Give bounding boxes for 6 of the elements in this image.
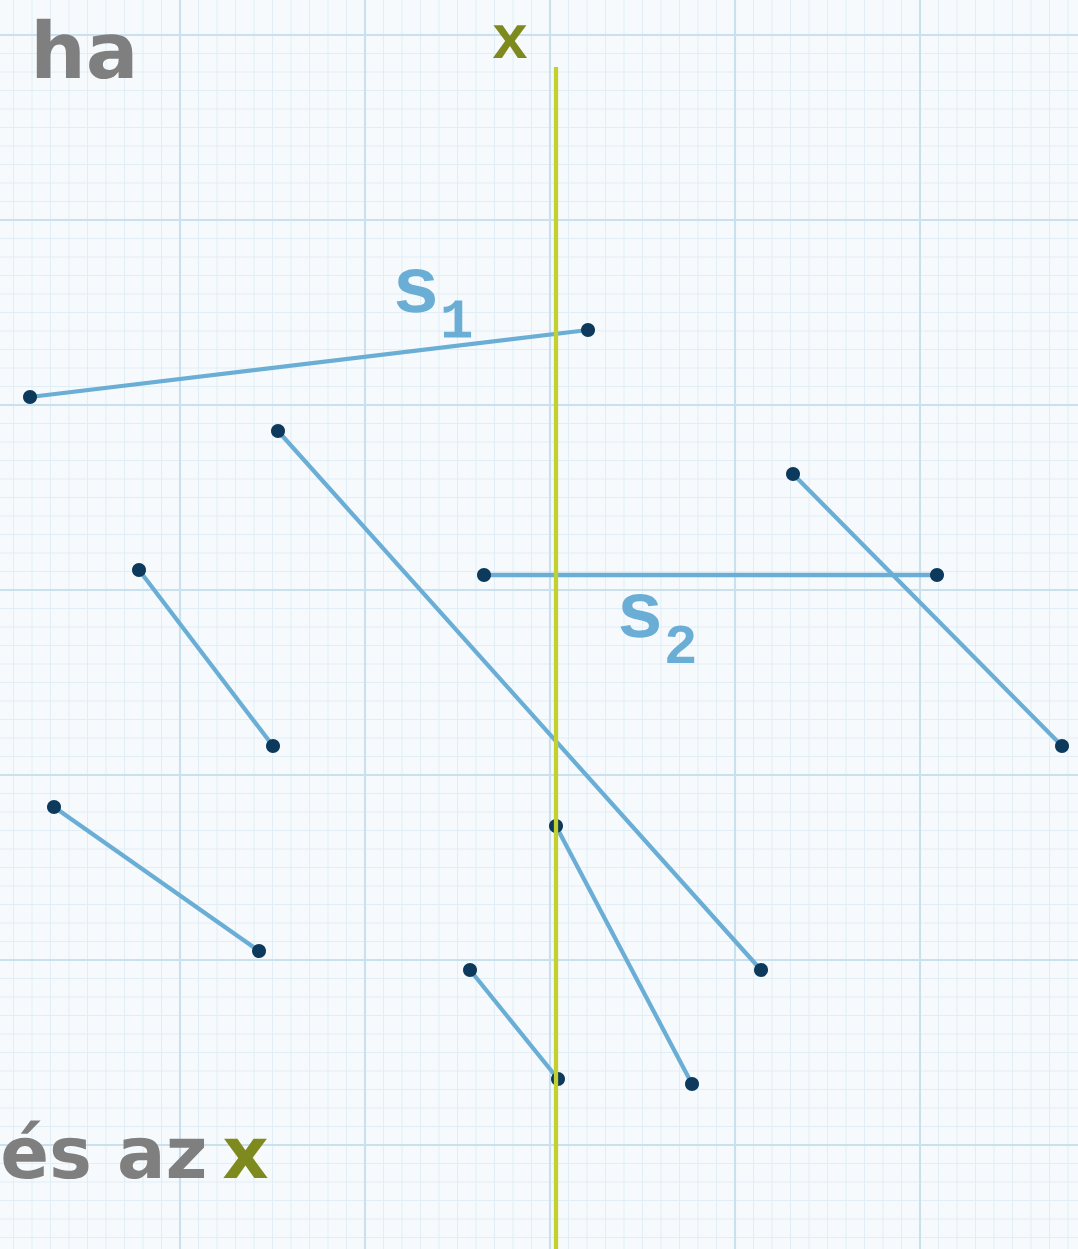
axis-label: x: [492, 25, 528, 58]
line-label: s$_{2}$: [620, 593, 695, 664]
heading-text: ha: [36, 18, 133, 80]
line-label: s$_{1}$: [396, 268, 472, 338]
heading-text: és az: [3, 1120, 205, 1180]
axis-label: x: [223, 1138, 268, 1178]
